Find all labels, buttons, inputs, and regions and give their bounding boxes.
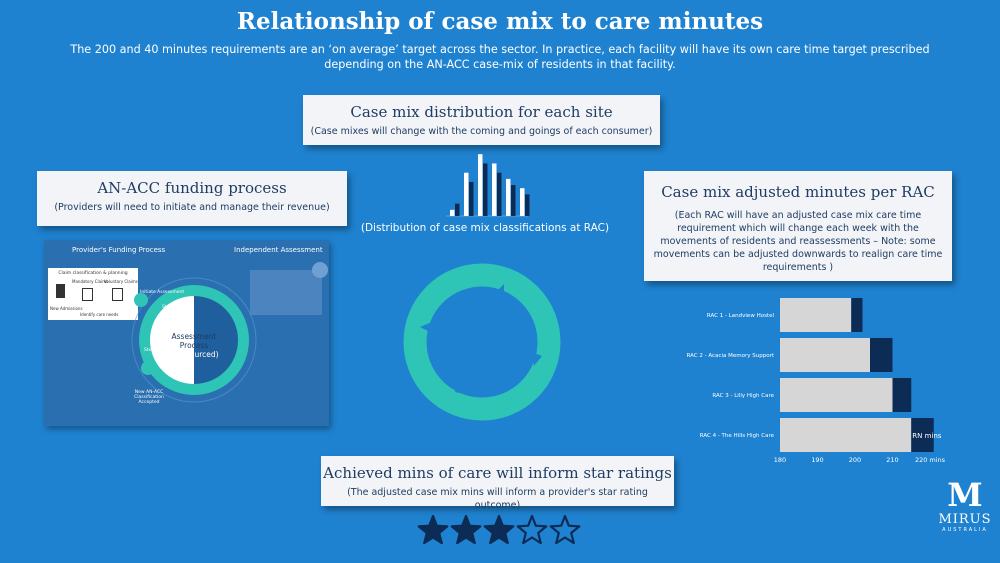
mandatory-label: Mandatory Claims bbox=[72, 279, 109, 284]
casemix-text: (Case mixes will change with the coming … bbox=[310, 126, 653, 137]
people-icon bbox=[134, 293, 148, 307]
distribution-bar bbox=[483, 163, 488, 216]
initiate-label: Initiate Assessment bbox=[140, 290, 185, 295]
rac-base-bar bbox=[780, 298, 852, 332]
assessment-box bbox=[250, 270, 322, 315]
star-filled-icon bbox=[450, 514, 482, 545]
rac-xtick-label: 200 bbox=[849, 456, 861, 464]
star-filled-icon bbox=[417, 514, 449, 545]
rac-category-label: RAC 1 - Landview Hostel bbox=[707, 313, 775, 319]
star-filled-icon bbox=[483, 514, 515, 545]
rac-card: Case mix adjusted minutes per RAC (Each … bbox=[644, 171, 952, 281]
process-left-title: Provider's Funding Process bbox=[72, 246, 166, 254]
voluntary-label: Voluntary Claims bbox=[104, 279, 138, 284]
star-heading: Achieved mins of care will inform star r… bbox=[323, 464, 672, 482]
rac-xtick-label: 190 bbox=[811, 456, 823, 464]
rac-rn-bar bbox=[870, 338, 893, 372]
casemix-card: Case mix distribution for each site (Cas… bbox=[303, 95, 660, 145]
distribution-bar bbox=[478, 154, 483, 216]
star-card: Achieved mins of care will inform star r… bbox=[321, 456, 674, 511]
star-empty-icon bbox=[549, 514, 581, 545]
door-icon bbox=[56, 284, 65, 298]
process-wheel bbox=[131, 277, 257, 403]
star-empty-icon bbox=[516, 514, 548, 545]
rac-text: (Each RAC will have an adjusted case mix… bbox=[653, 210, 943, 273]
logo-sub: AUSTRALIA bbox=[942, 527, 988, 533]
page-subtitle: The 200 and 40 minutes requirements are … bbox=[70, 43, 930, 71]
distribution-bar bbox=[455, 203, 460, 216]
new-classification-label: New AN-ACC Classification Accepted bbox=[134, 390, 164, 405]
rac-base-bar bbox=[780, 418, 912, 452]
distribution-chart bbox=[446, 154, 530, 217]
rn-mins-label: RN mins bbox=[912, 432, 942, 440]
distribution-bar bbox=[497, 172, 502, 216]
funding-process-image: Provider's Funding Process Independent A… bbox=[44, 240, 329, 426]
rac-category-label: RAC 3 - Lilly High Care bbox=[712, 393, 774, 399]
anacc-heading: AN-ACC funding process bbox=[97, 179, 287, 197]
step4-label: Step 4 bbox=[144, 348, 159, 353]
rac-base-bar bbox=[780, 338, 870, 372]
assessment-center-label: Assessment Process (Outsourced) bbox=[169, 332, 219, 359]
distribution-bar bbox=[492, 163, 497, 216]
claim-label: Claim classification & planning bbox=[58, 271, 128, 276]
document-icon bbox=[82, 288, 93, 301]
distribution-caption: (Distribution of case mix classification… bbox=[360, 222, 610, 234]
page-title: Relationship of case mix to care minutes bbox=[236, 8, 764, 35]
rac-xtick-label: 180 bbox=[774, 456, 786, 464]
distribution-bar bbox=[520, 188, 525, 216]
mirus-logo: M MIRUS AUSTRALIA bbox=[930, 478, 1000, 548]
distribution-bar bbox=[450, 209, 455, 216]
rac-rn-bar bbox=[892, 378, 912, 412]
rac-category-label: RAC 4 - The Hills High Care bbox=[700, 433, 775, 439]
star-text: (The adjusted case mix mins will inform … bbox=[347, 487, 648, 511]
rac-category-label: RAC 2 - Acacia Memory Support bbox=[687, 353, 775, 359]
identify-label: Identify care needs bbox=[80, 312, 119, 317]
casemix-heading: Case mix distribution for each site bbox=[350, 103, 613, 121]
distribution-bar bbox=[525, 194, 530, 216]
anacc-card: AN-ACC funding process (Providers will n… bbox=[37, 171, 347, 226]
logo-name: MIRUS bbox=[938, 512, 992, 527]
claim-box: Claim classification & planning Mandator… bbox=[48, 268, 138, 320]
step1-label: Step 1 bbox=[162, 305, 177, 310]
rac-heading: Case mix adjusted minutes per RAC bbox=[661, 183, 935, 201]
rac-xtick-label: 210 bbox=[886, 456, 898, 464]
distribution-bar bbox=[464, 172, 469, 216]
anacc-text: (Providers will need to initiate and man… bbox=[54, 202, 330, 213]
logo-monogram-icon: M bbox=[947, 476, 983, 514]
rac-rn-bar bbox=[851, 298, 863, 332]
rac-base-bar bbox=[780, 378, 893, 412]
document-icon bbox=[112, 288, 123, 301]
group-icon bbox=[141, 361, 155, 375]
info-circle bbox=[312, 262, 328, 278]
new-admissions-label: New Admissions bbox=[50, 306, 83, 311]
star-rating bbox=[417, 514, 581, 545]
process-right-title: Independent Assessment bbox=[234, 246, 323, 254]
rac-xtick-label: 220 mins bbox=[915, 456, 946, 464]
distribution-bar bbox=[511, 185, 516, 216]
distribution-bar bbox=[506, 178, 511, 216]
distribution-bar bbox=[469, 182, 474, 216]
cycle-ring bbox=[403, 263, 561, 421]
rac-rn-bar bbox=[911, 418, 934, 452]
